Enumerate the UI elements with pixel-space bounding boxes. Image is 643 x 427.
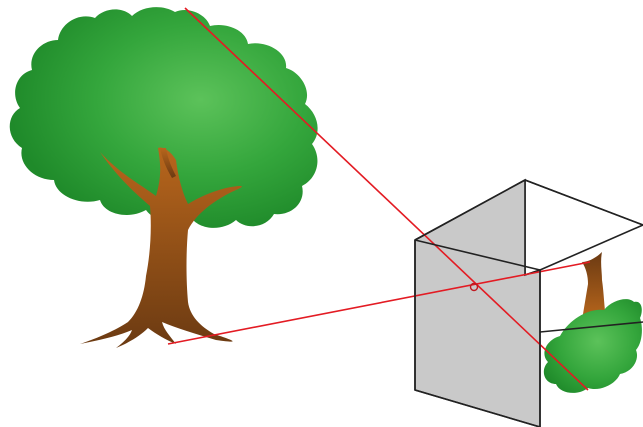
- pinhole: [469, 282, 479, 292]
- tree-trunk: [80, 147, 242, 348]
- camera-inner-wall: [414, 178, 541, 427]
- tree-branch: [160, 148, 176, 178]
- inverted-tree-foliage: [543, 299, 642, 393]
- ray-top: [184, 7, 589, 391]
- tree-foliage: [9, 7, 318, 228]
- tree-icon: [9, 7, 318, 348]
- inverted-tree-image: [543, 252, 642, 393]
- light-rays: [167, 7, 591, 391]
- inverted-tree-trunk: [582, 252, 606, 320]
- camera-box-front: [414, 179, 643, 427]
- camera-box-back: [524, 179, 643, 276]
- ray-bottom: [167, 261, 591, 345]
